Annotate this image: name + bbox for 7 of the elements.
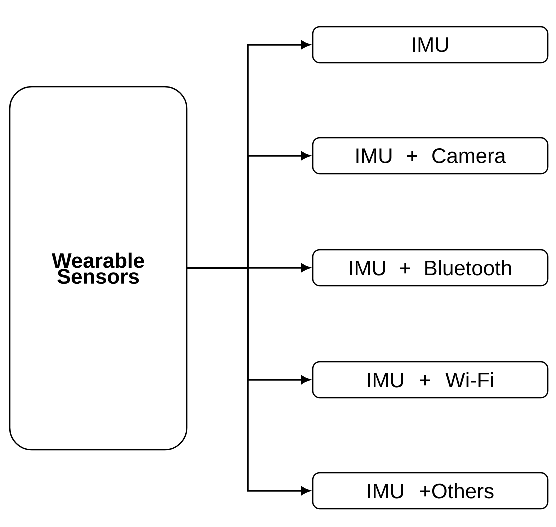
category-box: IMU + Bluetooth bbox=[312, 249, 549, 287]
category-box: IMU + Camera bbox=[312, 137, 549, 175]
category-box: IMU +Others bbox=[312, 472, 549, 510]
arrow bbox=[188, 268, 310, 496]
category-box: IMU bbox=[312, 26, 549, 64]
category-box: IMU + Wi-Fi bbox=[312, 361, 549, 399]
sensor-box: Wearable Sensors bbox=[9, 86, 188, 451]
